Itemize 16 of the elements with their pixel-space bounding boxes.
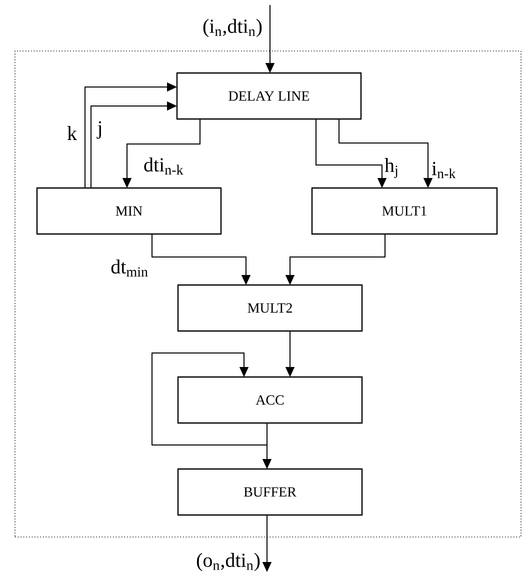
block-box: BUFFER (177, 468, 363, 516)
edge-label: dt$_{min}$ (111, 260, 148, 276)
block-box: MULT2 (177, 284, 363, 332)
block-box: MIN (36, 187, 222, 235)
block-box: MULT1 (311, 187, 498, 235)
block-box: ACC (177, 376, 363, 424)
dotted-boundary-box (14, 50, 522, 538)
edge-label: (i$_{n}$,dti$_{n}$) (203, 18, 262, 38)
edge-label: i$_{n-k}$ (432, 162, 456, 178)
edge-label: dti$_{n-k}$ (144, 158, 184, 174)
edge-label: k (67, 126, 77, 140)
edge-label: j (96, 121, 102, 139)
edge-label: h$_{j}$ (384, 158, 398, 178)
arrow (152, 352, 268, 446)
block-box: DELAY LINE (176, 72, 362, 120)
edge-label: (o$_{n}$,dti$_{n}$) (196, 552, 260, 572)
